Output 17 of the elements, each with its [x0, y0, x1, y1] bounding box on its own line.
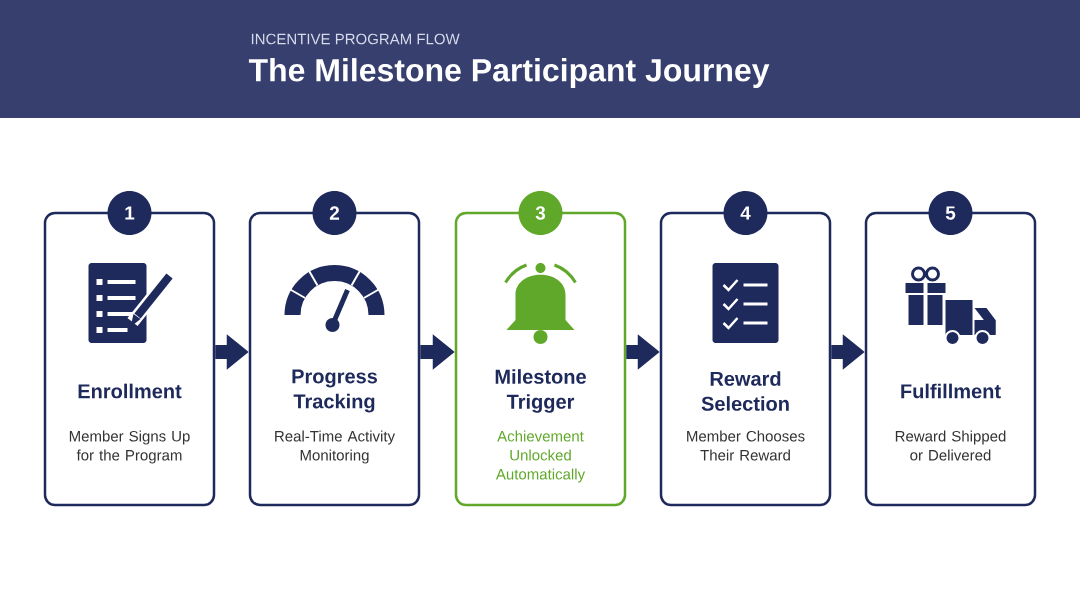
step-description: Real-Time Activity Monitoring [275, 430, 395, 464]
step-number: 3 [518, 191, 563, 235]
header-subtitle: INCENTIVE PROGRAM FLOW [251, 33, 460, 45]
step-description: Achievement Unlocked Automatically [495, 430, 586, 483]
header-title: The Milestone Participant Journey [248, 58, 770, 88]
step-title: Progress Tracking [292, 369, 378, 413]
step-title: Enrollment [78, 383, 182, 399]
step-description: Member Chooses Their Reward [687, 430, 805, 461]
step-title: Fulfillment [901, 383, 1001, 399]
step-number: 1 [107, 191, 152, 235]
step-description: Member Signs Up for the Program [69, 430, 190, 464]
step-title: Reward Selection [701, 371, 789, 411]
step-number: 5 [928, 191, 973, 235]
step-number: 2 [312, 191, 357, 235]
step-description: Reward Shipped or Delivered [895, 430, 1006, 461]
step-number: 4 [723, 191, 768, 235]
step-title: Milestone Trigger [495, 369, 586, 413]
